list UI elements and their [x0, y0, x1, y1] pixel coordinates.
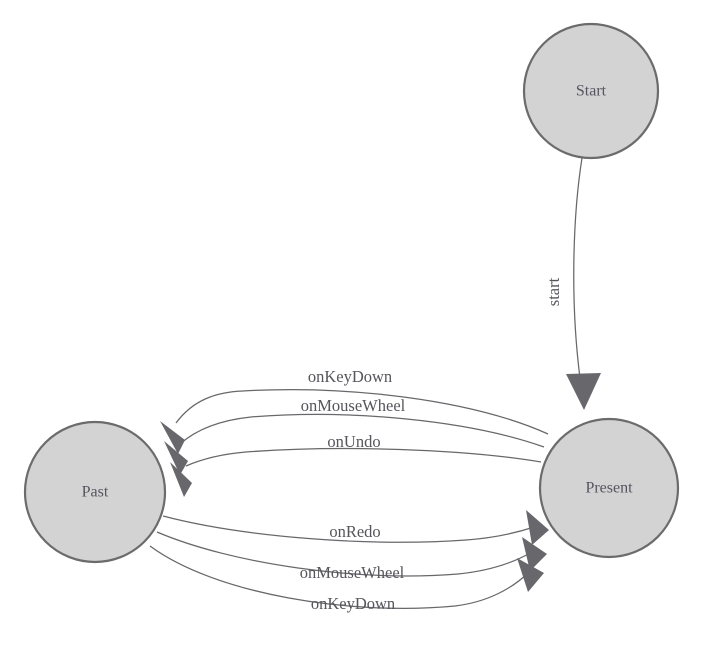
edge-past-to-present-onkeydown-label: onKeyDown — [311, 594, 395, 613]
node-past-label: Past — [82, 484, 109, 501]
edge-past-to-present-onkeydown-arrowhead — [517, 558, 544, 592]
node-present-label: Present — [585, 480, 633, 497]
edge-present-to-past-onundo-path — [185, 447, 542, 467]
edge-present-to-past-onmousewheel-path — [179, 413, 545, 448]
edge-present-to-past-onundo-arrowhead — [170, 462, 192, 497]
edge-start-to-present-arrowhead — [566, 373, 601, 410]
edge-present-to-past-onmousewheel-arrowhead — [164, 441, 188, 475]
edge-past-to-present-onredo-label: onRedo — [329, 522, 380, 541]
edge-past-to-present-onmousewheel[interactable]: onMouseWheel — [156, 531, 547, 582]
edge-past-to-present-onmousewheel-label: onMouseWheel — [300, 563, 405, 582]
edge-past-to-present-onredo-arrowhead — [526, 510, 549, 545]
edge-start-to-present[interactable]: start — [544, 157, 601, 410]
node-start-circle — [522, 22, 660, 160]
node-start-label: Start — [576, 83, 607, 100]
edge-past-to-present-onredo[interactable]: onRedo — [162, 510, 549, 545]
edge-present-to-past-onkeydown-arrowhead — [160, 421, 185, 454]
node-start[interactable]: Start — [522, 22, 660, 160]
node-past[interactable]: Past — [23, 420, 167, 564]
edge-past-to-present-onkeydown[interactable]: onKeyDown — [149, 545, 544, 613]
edge-present-to-past-onkeydown-path — [175, 389, 549, 435]
edge-start-to-present-path — [573, 157, 583, 379]
node-present[interactable]: Present — [538, 417, 680, 559]
edge-start-to-present-label: start — [544, 277, 563, 306]
edge-past-to-present-onmousewheel-arrowhead — [522, 537, 547, 571]
edge-present-to-past-onundo[interactable]: onUndo — [170, 432, 542, 497]
edge-present-to-past-onkeydown-label: onKeyDown — [308, 367, 392, 386]
edge-present-to-past-onundo-label: onUndo — [327, 432, 380, 451]
edge-present-to-past-onmousewheel-label: onMouseWheel — [301, 396, 406, 415]
edge-past-to-present-onredo-path — [162, 515, 535, 543]
edge-past-to-present-onmousewheel-path — [156, 531, 533, 577]
edge-past-to-present-onkeydown-path — [149, 545, 530, 609]
node-present-circle — [538, 417, 680, 559]
edge-present-to-past-onkeydown[interactable]: onKeyDown — [160, 367, 549, 454]
node-past-circle — [23, 420, 167, 564]
edge-present-to-past-onmousewheel[interactable]: onMouseWheel — [164, 396, 545, 475]
